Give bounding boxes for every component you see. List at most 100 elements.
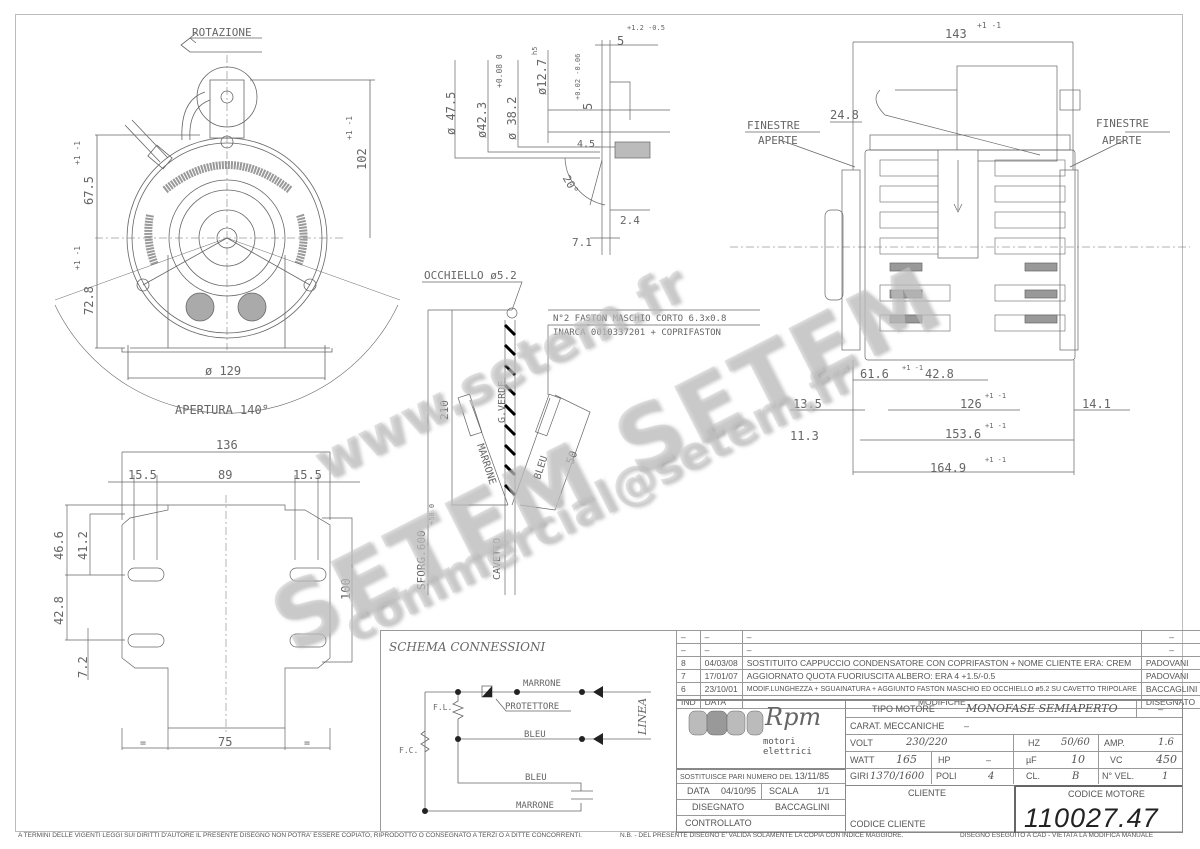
disegnato-value: BACCAGLINI	[775, 802, 830, 812]
svg-text:+1 -1: +1 -1	[73, 246, 82, 270]
connection-schema-panel: SCHEMA CONNESSIONI MARRONE PROTETTORE	[380, 630, 677, 831]
disegnato-row: DISEGNATO BACCAGLINI	[677, 800, 846, 816]
svg-text:2.4: 2.4	[620, 214, 640, 227]
svg-text:164.9: 164.9	[930, 461, 966, 475]
controllato-label: CONTROLLATO	[685, 818, 752, 828]
svg-text:20°: 20°	[560, 173, 581, 197]
revision-date: 04/03/08	[699, 656, 743, 670]
svg-text:14.1: 14.1	[1082, 397, 1111, 411]
svg-text:APERTE: APERTE	[1102, 134, 1142, 147]
svg-text:FINESTRE: FINESTRE	[1096, 117, 1149, 130]
svg-text:+1 -1: +1 -1	[73, 141, 82, 165]
data-value: 04/10/95	[721, 786, 757, 796]
svg-text:75: 75	[218, 735, 232, 749]
svg-text:100: 100	[339, 578, 353, 600]
codice-motore-area: CODICE MOTORE 110027.47	[1016, 785, 1182, 834]
revision-date: 17/01/07	[699, 669, 743, 683]
shaft-detail-view: ø 47.5 ø42.3 ø 38.2 +0.08 0 ø12.7 h5 5 +…	[444, 24, 670, 255]
svg-text:42.8: 42.8	[925, 367, 954, 381]
uf-label: µF	[1026, 755, 1037, 765]
header-date: DATA	[699, 695, 743, 709]
amp-value: 1.6	[1158, 737, 1174, 748]
svg-text:F.C.: F.C.	[399, 746, 418, 755]
svg-text:5: 5	[581, 103, 595, 110]
tipo-motore-value: MONOFASE SEMIAPERTO	[966, 702, 1118, 715]
svg-text:+1.2 -0.5: +1.2 -0.5	[627, 24, 665, 32]
svg-text:13.5: 13.5	[793, 397, 822, 411]
revision-desc: –	[741, 630, 1142, 644]
cl-label: CL.	[1026, 771, 1041, 781]
scala-label: SCALA	[769, 786, 799, 796]
vc-value: 450	[1156, 753, 1177, 766]
svg-text:MARRONE: MARRONE	[474, 443, 497, 486]
svg-text:BLEU: BLEU	[524, 730, 546, 740]
rpm-logo-icon	[688, 710, 764, 736]
svg-text:MARRONE: MARRONE	[523, 679, 561, 689]
svg-text:46.6: 46.6	[52, 531, 66, 560]
svg-text:ø 47.5: ø 47.5	[444, 92, 458, 135]
poli-label: POLI	[936, 771, 957, 781]
svg-text:F.L.: F.L.	[433, 703, 452, 712]
svg-text:ø12.7: ø12.7	[535, 59, 549, 95]
svg-text:143: 143	[945, 27, 967, 41]
data-label: DATA	[687, 786, 710, 796]
svg-text:INARCA 0010337201 + COPRIFASTO: INARCA 0010337201 + COPRIFASTON	[553, 328, 721, 338]
cliente-area: CLIENTE CODICE CLIENTE	[846, 785, 1016, 833]
svg-text:+1 -1: +1 -1	[977, 21, 1001, 30]
svg-text:BLEU: BLEU	[532, 455, 550, 481]
revision-drawn: –	[1140, 643, 1200, 657]
revision-drawn: BACCAGLINI	[1140, 682, 1200, 696]
scala-value: 1/1	[817, 786, 830, 796]
header-drawn: DISEGNATO	[1140, 695, 1200, 709]
revision-date: 23/10/01	[699, 682, 743, 696]
svg-text:G.VERDE: G.VERDE	[497, 381, 508, 423]
svg-text:SFORG.600: SFORG.600	[415, 530, 428, 590]
svg-text:+1 -1: +1 -1	[985, 392, 1006, 400]
revision-desc: AGGIORNATO QUOTA FUORIUSCITA ALBERO: ERA…	[741, 669, 1142, 683]
svg-text:h5: h5	[531, 47, 539, 55]
footer-cad-note: DISEGNO ESEGUITO A CAD - VIETATA LA MODI…	[960, 832, 1154, 839]
svg-text:126: 126	[960, 397, 982, 411]
svg-text:=: =	[140, 738, 146, 749]
connection-schema-diagram: SCHEMA CONNESSIONI MARRONE PROTETTORE	[389, 640, 651, 814]
tipo-motore-extra: –	[1158, 704, 1164, 714]
svg-text:OCCHIELLO ø5.2: OCCHIELLO ø5.2	[424, 269, 517, 282]
hp-label: HP	[938, 755, 951, 765]
svg-text:136: 136	[216, 438, 238, 452]
svg-text:7.2: 7.2	[76, 656, 90, 678]
watt-value: 165	[896, 753, 917, 766]
svg-text:+1 -1: +1 -1	[345, 116, 354, 140]
svg-text:89: 89	[218, 468, 232, 482]
svg-text:61.6: 61.6	[860, 367, 889, 381]
specs-grid: TIPO MOTORE MONOFASE SEMIAPERTO – CARAT.…	[846, 701, 1182, 785]
svg-text:67.5: 67.5	[82, 176, 96, 205]
footer-copyright: A TERMINI DELLE VIGENTI LEGGI SUI DIRITT…	[18, 832, 582, 839]
hp-value: –	[986, 755, 992, 765]
svg-text:ø 38.2: ø 38.2	[505, 97, 519, 140]
svg-text:210: 210	[438, 400, 451, 420]
svg-text:ø 129: ø 129	[205, 364, 241, 378]
svg-text:7.1: 7.1	[572, 236, 592, 249]
svg-text:MARRONE: MARRONE	[516, 801, 554, 811]
svg-text:=: =	[304, 738, 310, 749]
vel-value: 1	[1162, 771, 1169, 782]
replaces-row: SOSTITUISCE PARI NUMERO DEL 13/11/85	[677, 770, 846, 784]
svg-text:+0.02 -0.06: +0.02 -0.06	[574, 54, 582, 100]
revision-drawn: PADOVANI	[1140, 669, 1200, 683]
vel-label: N° VEL.	[1102, 771, 1135, 781]
logo-subtitle: motori elettrici	[763, 737, 812, 757]
svg-text:153.6: 153.6	[945, 427, 981, 441]
drawing-frame	[15, 14, 1183, 832]
svg-text:+1 -1: +1 -1	[985, 422, 1006, 430]
codice-motore-value: 110027.47	[1024, 803, 1159, 833]
poli-value: 4	[988, 771, 995, 782]
svg-text:41.2: 41.2	[76, 531, 90, 560]
revision-row: ––––	[676, 643, 1200, 657]
giri-label: GIRI	[850, 771, 869, 781]
svg-text:5: 5	[617, 34, 624, 48]
svg-text:N°2 FASTON MASCHIO CORTO 6.3x0: N°2 FASTON MASCHIO CORTO 6.3x0.8	[553, 314, 726, 324]
revision-ind: 6	[676, 682, 701, 696]
revision-desc: MODIF.LUNGHEZZA + SGUAINATURA + AGGIUNTO…	[741, 682, 1142, 696]
